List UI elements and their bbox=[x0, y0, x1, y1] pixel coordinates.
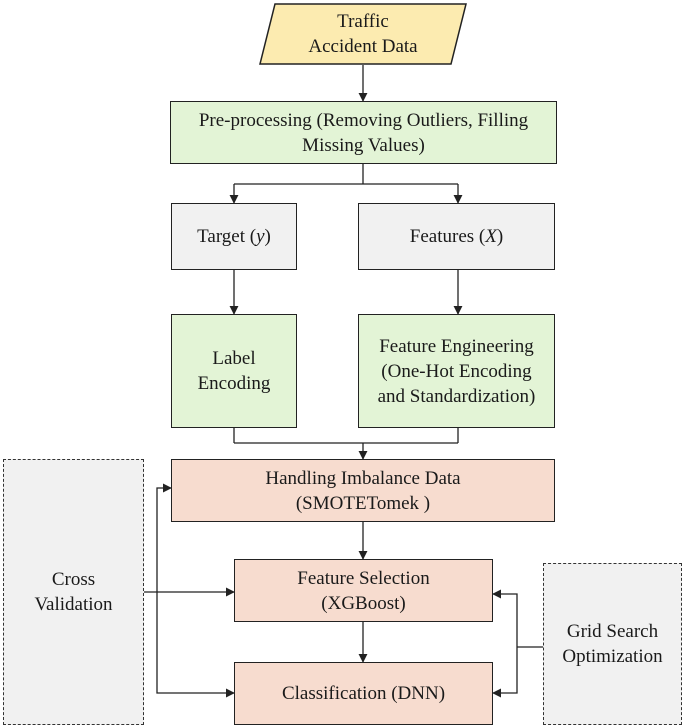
input-data-label: Traffic Accident Data bbox=[308, 11, 418, 57]
target-node: Target (y) bbox=[171, 203, 297, 270]
preprocessing-node: Pre-processing (Removing Outliers, Filli… bbox=[170, 101, 557, 164]
cross-validation-node: Cross Validation bbox=[3, 459, 144, 725]
classification-node: Classification (DNN) bbox=[234, 662, 493, 725]
features-label: Features (X) bbox=[409, 226, 504, 247]
feature-selection-label: Feature Selection (XGBoost) bbox=[297, 567, 430, 614]
parallelogram-shape bbox=[259, 3, 467, 65]
feature-engineering-node: Feature Engineering (One-Hot Encoding an… bbox=[358, 314, 555, 428]
feature-selection-node: Feature Selection (XGBoost) bbox=[234, 559, 493, 622]
target-label: Target (y) bbox=[197, 226, 271, 247]
features-variable: X bbox=[485, 226, 497, 247]
classification-label: Classification (DNN) bbox=[281, 683, 446, 704]
imbalance-node: Handling Imbalance Data (SMOTETomek ) bbox=[171, 459, 555, 522]
arrow-grid-search-to-classification bbox=[492, 647, 518, 698]
grid-search-label: Grid Search Optimization bbox=[562, 621, 663, 667]
cross-validation-label: Cross Validation bbox=[34, 569, 113, 615]
feature-engineering-label: Feature Engineering (One-Hot Encoding an… bbox=[377, 335, 536, 407]
label-encoding-node: Label Encoding bbox=[171, 314, 297, 428]
preprocessing-label: Pre-processing (Removing Outliers, Filli… bbox=[198, 109, 529, 156]
features-node: Features (X) bbox=[358, 203, 555, 270]
imbalance-label: Handling Imbalance Data (SMOTETomek ) bbox=[265, 467, 461, 514]
arrow-grid-search-to-feature-selection bbox=[492, 589, 518, 647]
grid-search-node: Grid Search Optimization bbox=[543, 563, 682, 725]
input-data-node: Traffic Accident Data bbox=[259, 3, 467, 65]
arrow-cross-validation-to-classification bbox=[156, 592, 235, 698]
label-encoding-label: Label Encoding bbox=[197, 348, 271, 394]
arrow-cross-validation-to-imbalance bbox=[156, 483, 172, 592]
target-variable: y bbox=[256, 226, 265, 247]
